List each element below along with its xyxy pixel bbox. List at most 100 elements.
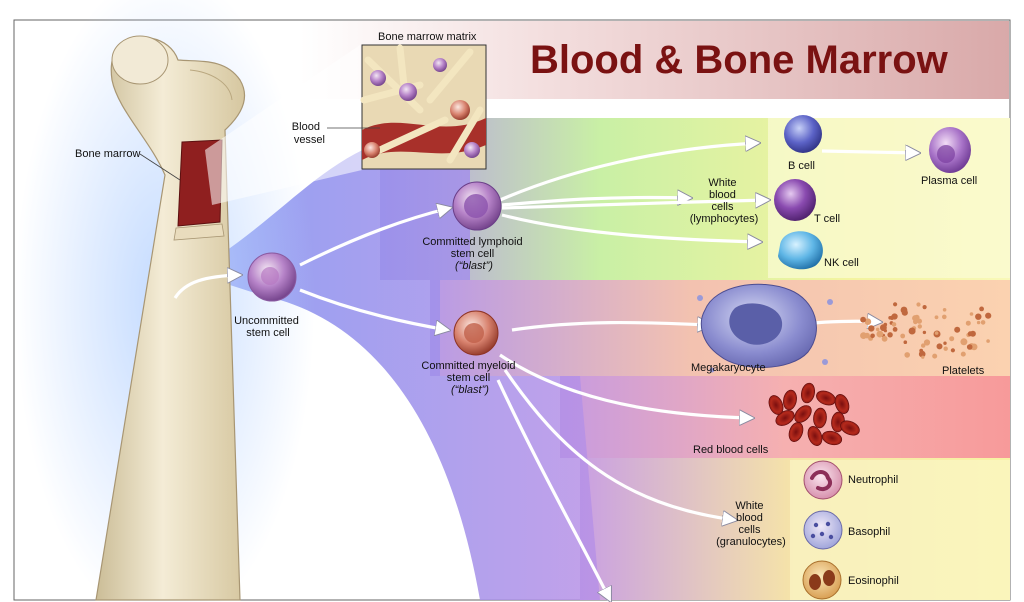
arrow-b-to-plasma: [821, 151, 918, 153]
platelet: [887, 332, 893, 338]
red-blood-cell: [794, 405, 812, 423]
platelets-cluster: [860, 302, 992, 359]
bone-marrow-leader: [139, 153, 181, 181]
platelet: [919, 348, 924, 353]
label-eosinophil: Eosinophil: [848, 575, 899, 587]
platelet: [891, 322, 897, 327]
platelet: [966, 344, 973, 350]
platelet: [923, 339, 931, 346]
zoom-cone: [205, 45, 362, 205]
platelet: [922, 330, 927, 335]
platelet: [891, 313, 898, 320]
platelet: [908, 327, 916, 335]
platelet: [969, 312, 974, 316]
arrow-bone-to-stem: [173, 275, 240, 299]
platelet: [921, 343, 926, 348]
label-basophil: Basophil: [848, 526, 890, 538]
uncommitted-stem-cell-graphic: [247, 252, 297, 302]
arrow-down: [496, 379, 610, 600]
red-blood-cells-cluster: [768, 382, 860, 446]
b-cell-graphic: [784, 115, 822, 153]
label-wbc-granulocytes: White blood cells (granulocytes): [716, 500, 786, 548]
platelet: [922, 305, 927, 310]
platelet: [893, 302, 898, 307]
label-nk-cell: NK cell: [824, 257, 859, 269]
red-blood-cell: [840, 420, 860, 436]
platelet: [892, 327, 898, 332]
platelet: [868, 325, 875, 332]
nk-cell-graphic: [778, 231, 823, 270]
label-b-cell: B cell: [788, 160, 815, 172]
arrow-to-wbc-lymph: [501, 197, 690, 207]
basophil-graphic: [803, 510, 843, 550]
platelet: [936, 343, 943, 350]
arrow-to-b-cell: [499, 143, 758, 202]
platelet: [917, 324, 922, 329]
platelet: [950, 348, 956, 353]
platelet: [976, 320, 981, 325]
red-blood-cell: [821, 430, 843, 446]
platelet: [949, 336, 955, 342]
label-bone-marrow-matrix: Bone marrow matrix: [378, 31, 477, 43]
platelet: [888, 316, 892, 320]
label-blood-vessel: Blood vessel: [292, 121, 325, 146]
platelet: [943, 346, 948, 351]
platelet: [965, 320, 971, 326]
arrow-to-megakaryocyte: [511, 323, 710, 330]
platelet: [960, 338, 968, 346]
platelet: [900, 333, 906, 339]
red-blood-cell: [813, 407, 827, 429]
red-blood-cell: [801, 382, 815, 404]
platelet: [942, 308, 947, 312]
platelet: [980, 320, 986, 325]
committed-myeloid-cell-graphic: [453, 310, 499, 356]
arrow-to-lymphoid: [299, 208, 450, 267]
platelet: [934, 331, 939, 335]
platelet: [860, 332, 867, 339]
arrow-to-red-cells: [499, 353, 752, 418]
platelet: [934, 315, 939, 320]
megakaryocyte-graphic: [697, 283, 833, 373]
platelet: [864, 318, 872, 326]
label-megakaryocyte: Megakaryocyte: [691, 362, 766, 374]
platelet: [986, 339, 990, 343]
platelet: [960, 351, 966, 357]
platelet: [975, 313, 982, 320]
neutrophil-graphic: [803, 460, 843, 500]
label-committed-lymphoid: Committed lymphoid stem cell (“blast”): [422, 236, 525, 272]
label-uncommitted-stem-cell: Uncommitted stem cell: [234, 315, 302, 339]
femur-bone: [95, 35, 246, 601]
label-wbc-lymphocytes: White blood cells (lymphocytes): [690, 177, 758, 225]
platelet: [967, 331, 973, 337]
platelet: [881, 335, 888, 342]
platelet: [942, 314, 947, 320]
red-blood-cell: [768, 395, 784, 415]
committed-lymphoid-cell-graphic: [452, 181, 502, 231]
red-blood-cell: [783, 389, 797, 411]
platelet: [916, 302, 921, 307]
platelet: [860, 316, 866, 323]
plasma-cell-graphic: [929, 127, 971, 173]
platelet: [954, 326, 961, 333]
eosinophil-graphic: [802, 560, 842, 600]
red-blood-cell: [834, 394, 850, 414]
red-blood-cell: [807, 426, 823, 446]
red-blood-cell: [788, 422, 804, 442]
label-committed-myeloid: Committed myeloid stem cell (“blast”): [421, 360, 518, 396]
platelet: [985, 312, 992, 319]
label-plasma-cell: Plasma cell: [921, 175, 977, 187]
platelet: [921, 355, 925, 359]
platelet: [912, 315, 919, 322]
label-platelets: Platelets: [942, 365, 985, 377]
label-red-blood-cells: Red blood cells: [693, 444, 769, 456]
page-title: Blood & Bone Marrow: [530, 38, 949, 82]
arrow-to-myeloid: [299, 288, 448, 330]
platelet: [943, 341, 947, 345]
platelet: [903, 340, 908, 345]
platelet: [870, 333, 875, 339]
platelet: [918, 350, 926, 358]
bone-marrow-matrix-inset: [360, 44, 487, 170]
platelet: [932, 353, 938, 359]
